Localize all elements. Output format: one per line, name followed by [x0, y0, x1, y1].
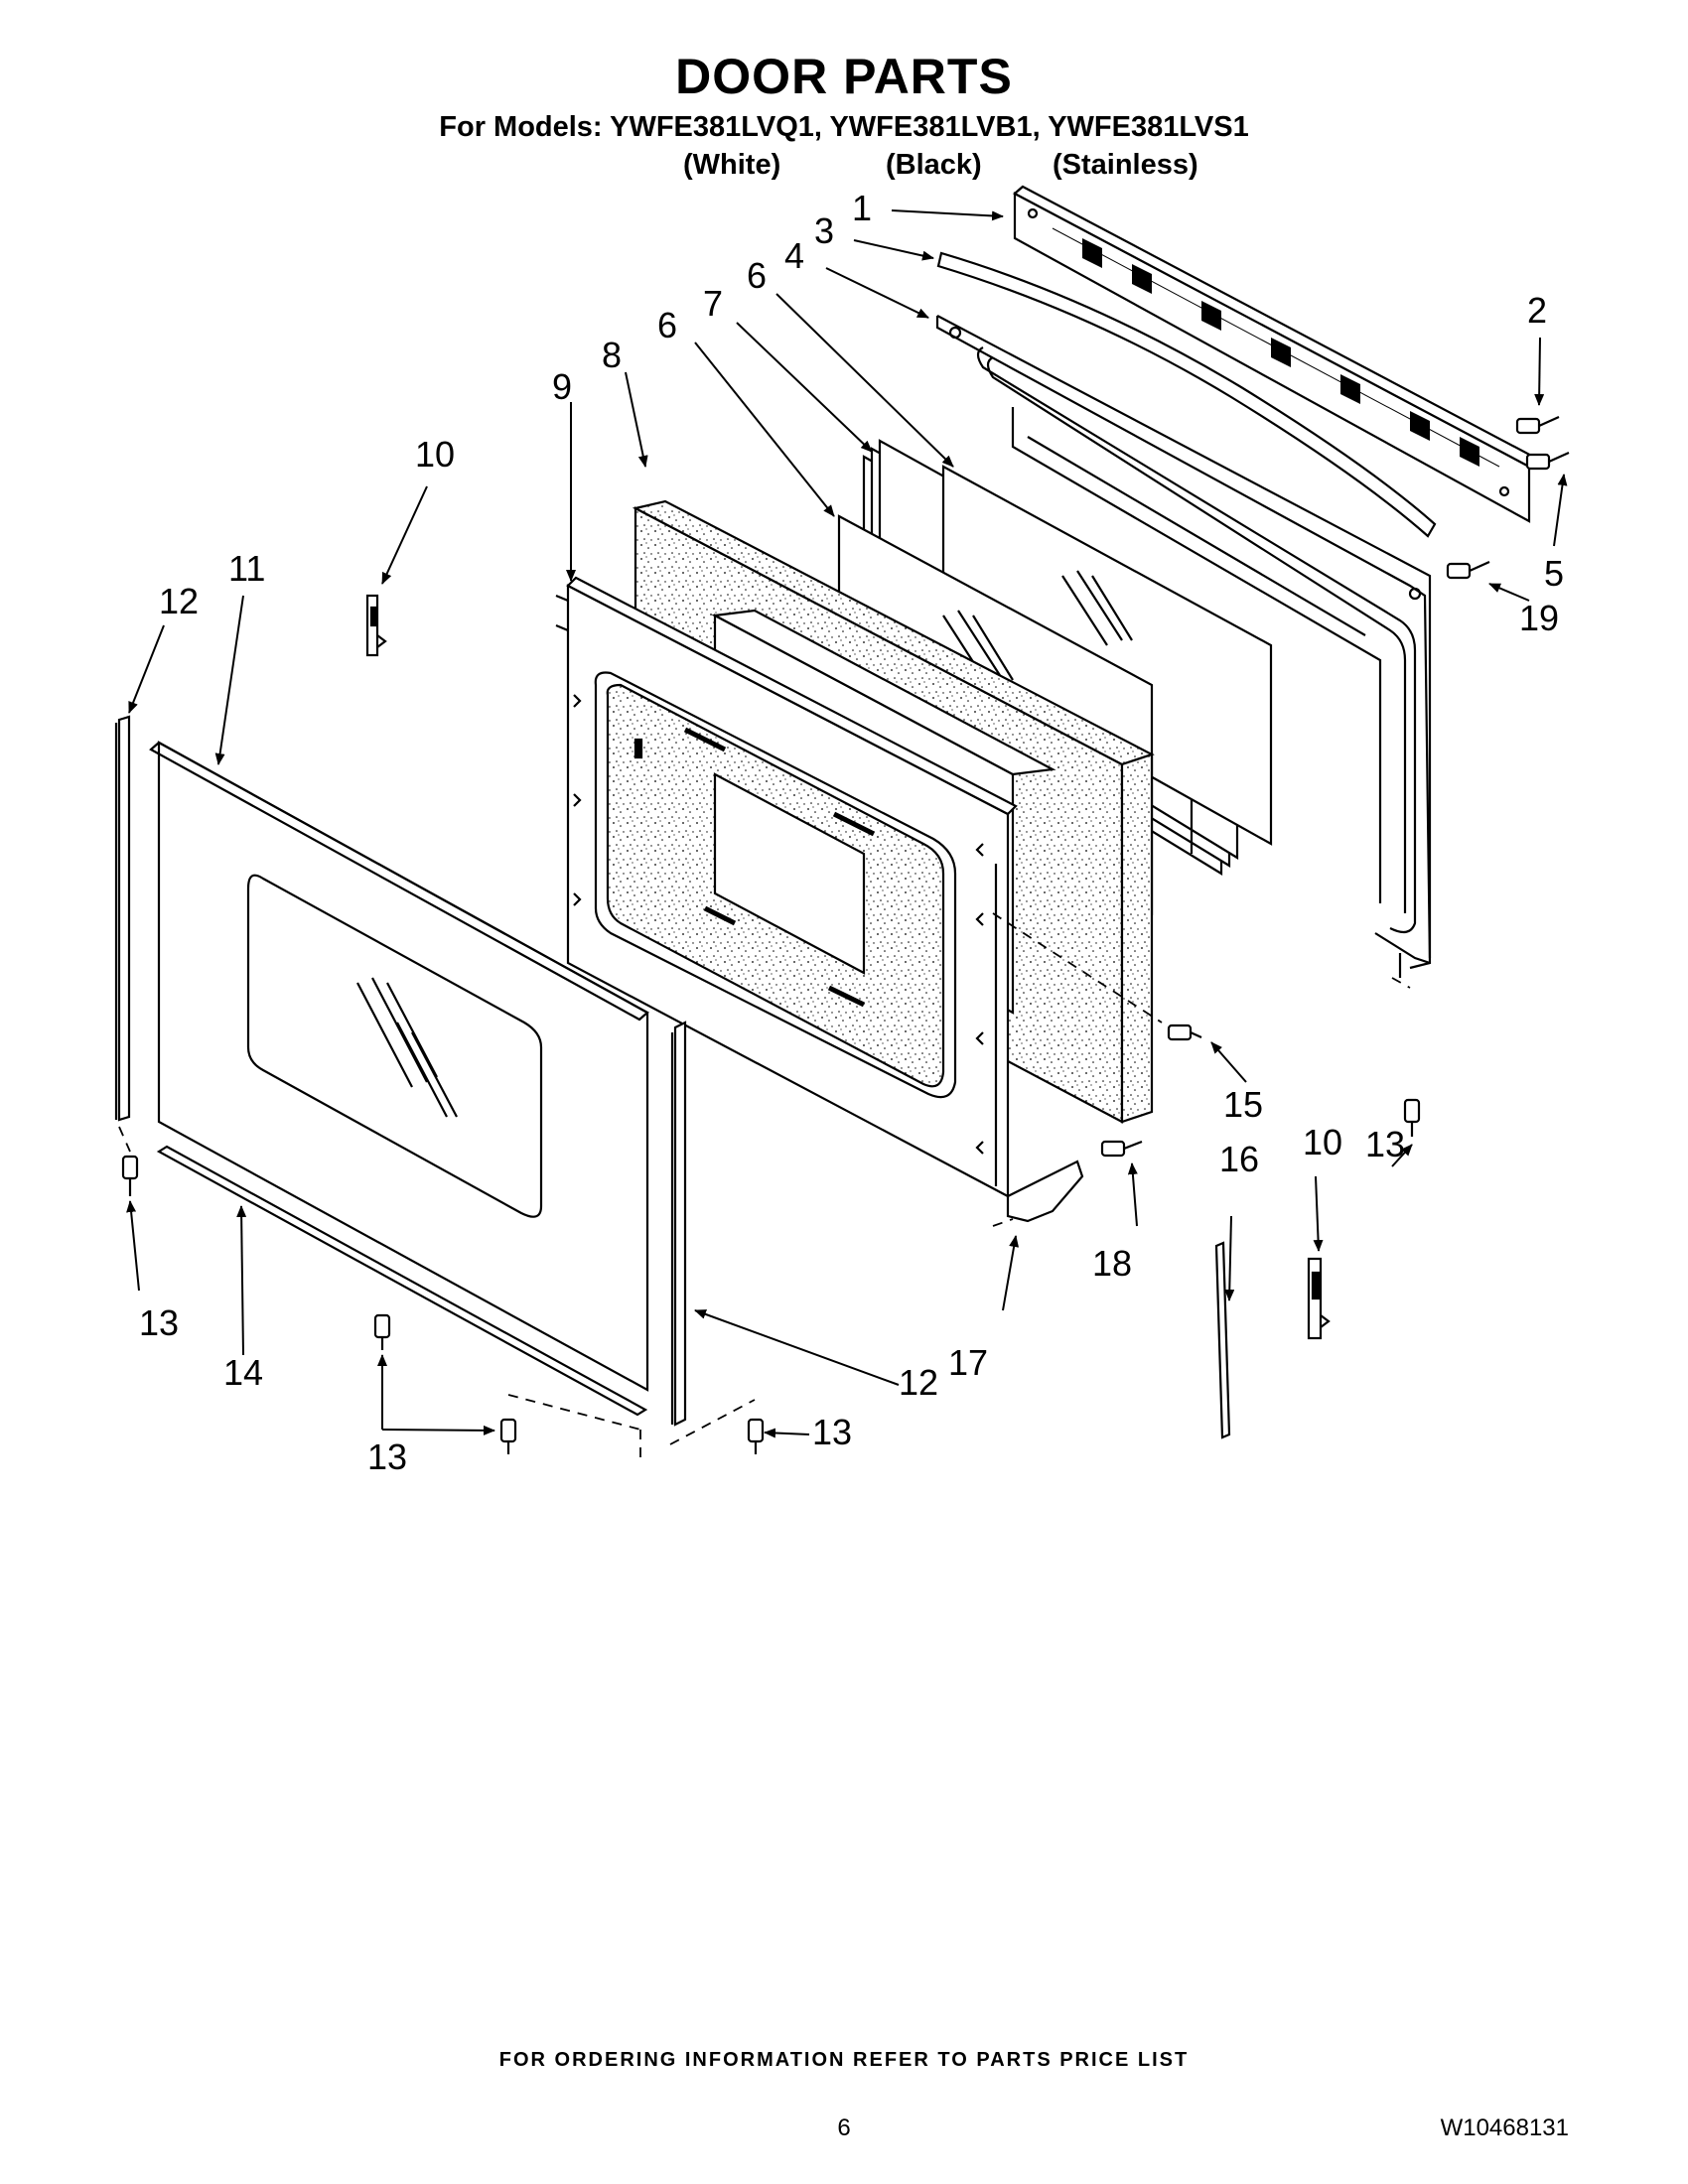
callout-16: 16: [1219, 1139, 1259, 1179]
callout-12-right: 12: [899, 1362, 938, 1403]
callout-13-left: 13: [139, 1302, 179, 1343]
callout-17: 17: [948, 1342, 988, 1383]
side-trim-right-part: [673, 1021, 687, 1427]
callout-19: 19: [1519, 598, 1559, 638]
ordering-note: FOR ORDERING INFORMATION REFER TO PARTS …: [498, 2049, 1190, 2071]
callout-11: 11: [228, 548, 265, 589]
callout-13-bottom: 13: [367, 1436, 407, 1477]
door-liner-part: [555, 576, 1018, 1198]
callout-7: 7: [703, 283, 723, 324]
callout-8: 8: [602, 335, 622, 375]
screw-15: [1167, 1024, 1202, 1041]
screw-13-b: [373, 1313, 391, 1350]
hinge-receiver-upper-part: [365, 594, 387, 657]
screw-19: [1446, 560, 1490, 580]
callout-14: 14: [223, 1352, 263, 1393]
screw-13-d: [747, 1418, 765, 1454]
callout-9: 9: [552, 366, 572, 407]
callout-12-left: 12: [159, 581, 199, 621]
callout-5: 5: [1544, 553, 1564, 594]
bottom-trim-part: [156, 1145, 648, 1417]
door-strip-part: [1214, 1241, 1231, 1439]
hinge-bracket-part: [1006, 1160, 1084, 1223]
callout-6-front: 6: [657, 305, 677, 345]
variant-black: (Black): [886, 149, 982, 181]
callout-2: 2: [1527, 290, 1547, 331]
screw-13-e: [1403, 1098, 1421, 1137]
variant-white: (White): [683, 149, 781, 181]
vent-baffle-part: [936, 251, 1437, 538]
callout-1: 1: [852, 188, 872, 228]
callout-10-lower: 10: [1303, 1122, 1342, 1162]
callout-18: 18: [1092, 1243, 1132, 1284]
callout-10-upper: 10: [415, 434, 455, 475]
callout-3: 3: [814, 210, 834, 251]
screw-13-c: [499, 1418, 517, 1454]
side-trim-left-part: [117, 715, 131, 1122]
outer-door-panel-part: [149, 741, 649, 1392]
vent-trim-part: [1013, 185, 1539, 523]
screw-18: [1100, 1140, 1143, 1158]
variant-stainless: (Stainless): [1053, 149, 1198, 181]
models-line: For Models: YWFE381LVQ1, YWFE381LVB1, YW…: [439, 111, 1249, 143]
screw-5: [1525, 451, 1570, 471]
document-number: W10468131: [1440, 2115, 1569, 2141]
page-title: DOOR PARTS: [675, 49, 1013, 104]
callout-15: 15: [1223, 1084, 1263, 1125]
page-number: 6: [837, 2115, 851, 2141]
callout-6-rear: 6: [747, 255, 767, 296]
screw-2: [1515, 415, 1560, 435]
callout-13-right: 13: [1365, 1124, 1405, 1164]
screw-13-a: [121, 1155, 139, 1196]
callout-4: 4: [784, 235, 804, 276]
callout-13-bottom-right: 13: [812, 1412, 852, 1452]
hinge-receiver-lower-part: [1307, 1257, 1331, 1340]
